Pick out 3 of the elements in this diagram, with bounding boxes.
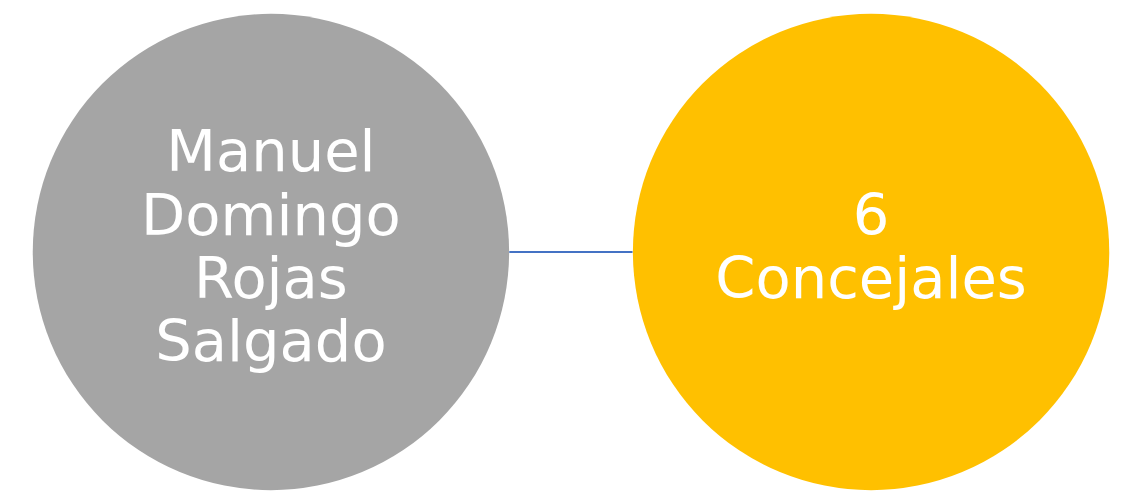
node-circle: 6 Concejales — [632, 13, 1110, 491]
node-circle: Manuel Domingo Rojas Salgado — [32, 13, 510, 491]
connector — [509, 250, 633, 254]
